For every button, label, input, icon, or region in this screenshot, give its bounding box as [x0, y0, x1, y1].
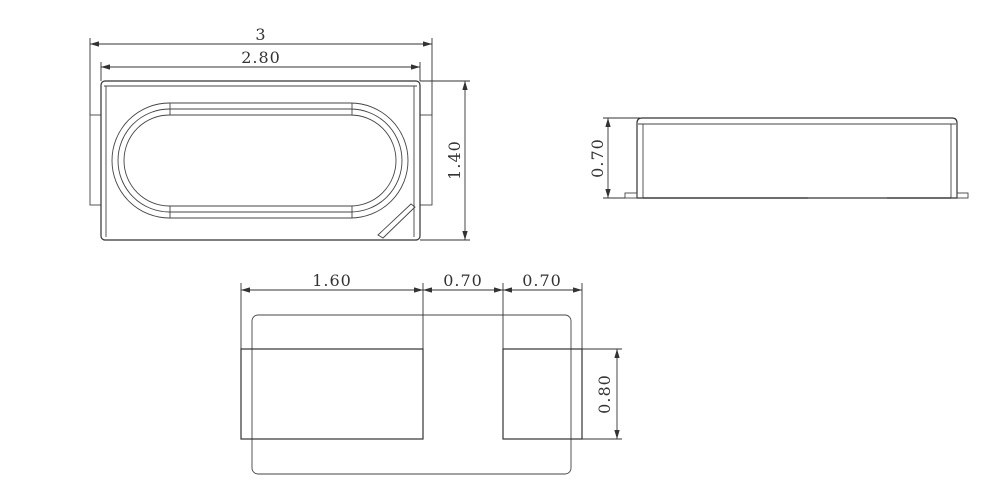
left-tab [89, 114, 102, 206]
dim-overall-width: 3 [255, 25, 266, 44]
dim-height: 1.40 [445, 140, 464, 180]
dim-pad-right: 0.70 [522, 271, 562, 290]
dim-thickness: 0.70 [588, 138, 607, 178]
diaphragm-inner-ring [123, 114, 397, 207]
top-body-outline [100, 80, 421, 241]
side-right-tab [956, 192, 969, 199]
dim-gap: 0.70 [443, 271, 483, 290]
right-pad [502, 348, 583, 440]
dim-pad-height: 0.80 [595, 374, 614, 414]
dim-pad-left: 1.60 [312, 271, 352, 290]
left-pad [240, 348, 424, 440]
side-left-tab [624, 192, 638, 199]
side-view: 0.70 [588, 117, 969, 199]
dim-body-width: 2.80 [241, 48, 281, 67]
bottom-view: 1.60 0.70 0.70 0.80 [240, 271, 622, 475]
terminal-notch [377, 203, 416, 239]
right-tab [419, 114, 433, 206]
bottom-body-outline [251, 314, 572, 475]
diaphragm-middle-ring [117, 108, 403, 213]
diaphragm-outer-ring [111, 102, 409, 219]
side-body-outline [636, 117, 958, 199]
top-view: 3 2.80 1.40 [89, 25, 470, 241]
